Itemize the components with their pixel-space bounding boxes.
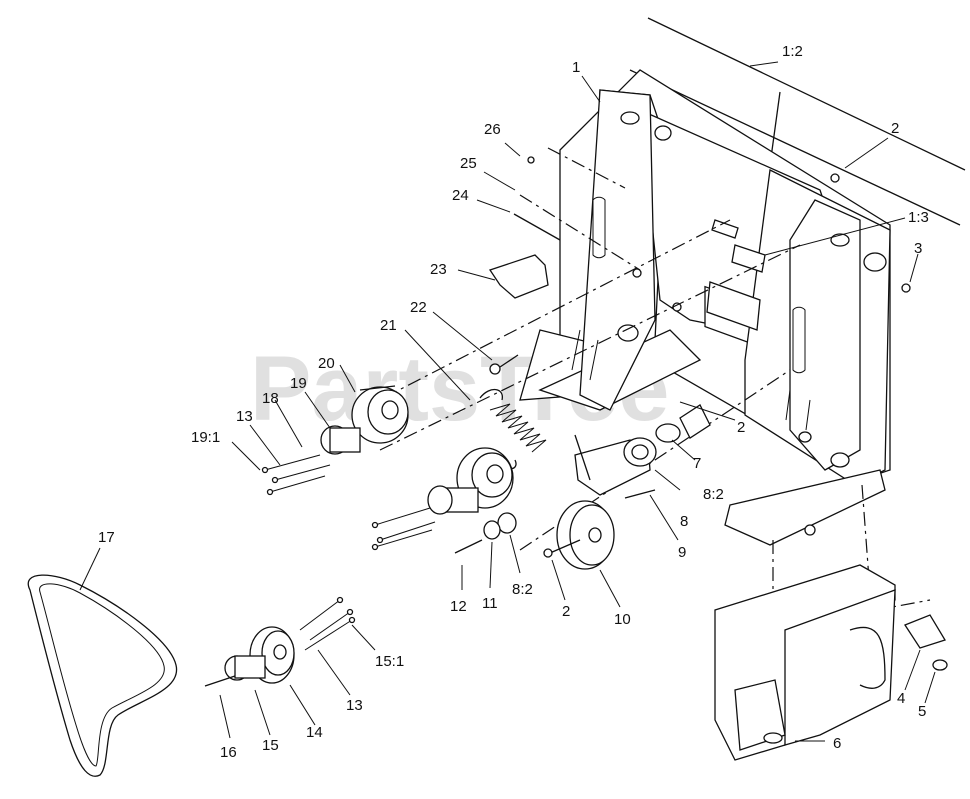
upper-pulley [351, 385, 409, 444]
idler-pulley [454, 500, 615, 570]
callout-11: 11 [482, 595, 498, 612]
right-bracket [724, 169, 891, 546]
callout-2-mid: 2 [737, 419, 745, 436]
callout-9: 9 [678, 544, 686, 561]
callout-20: 20 [318, 355, 335, 372]
decal-small [711, 219, 739, 239]
callout-1: 1 [572, 59, 580, 76]
callout-24: 24 [452, 187, 469, 204]
callout-6: 6 [833, 735, 841, 752]
callout-7: 7 [693, 455, 701, 472]
callout-15-1: 15:1 [375, 653, 404, 670]
callout-labels: 1 1:2 2 1:3 3 26 25 24 23 22 21 20 19 18… [98, 43, 929, 761]
callout-13-lower: 13 [346, 697, 363, 714]
leader-lines [79, 61, 936, 742]
lower-bracket [714, 564, 948, 761]
callout-22: 22 [410, 299, 427, 316]
callout-8: 8 [680, 513, 688, 530]
callout-14: 14 [306, 724, 323, 741]
callout-19: 19 [290, 375, 307, 392]
callout-16: 16 [220, 744, 237, 761]
lower-pulley [204, 596, 356, 687]
callout-1-3: 1:3 [908, 209, 929, 226]
middle-pulley [371, 447, 514, 551]
callout-8-2-left: 8:2 [512, 581, 533, 598]
callout-3: 3 [914, 240, 922, 257]
spacer-bushing [624, 404, 711, 499]
callout-4: 4 [897, 690, 905, 707]
callout-25: 25 [460, 155, 477, 172]
callout-23: 23 [430, 261, 447, 278]
upper-hardware [488, 156, 561, 375]
frame-bolts [632, 173, 911, 536]
upper-hub [261, 425, 361, 496]
callout-2-low: 2 [562, 603, 570, 620]
callout-26: 26 [484, 121, 501, 138]
callout-5: 5 [918, 703, 926, 720]
callout-21: 21 [380, 317, 397, 334]
callout-12: 12 [450, 598, 467, 615]
callout-10: 10 [614, 611, 631, 628]
callout-18: 18 [262, 390, 279, 407]
callout-1-2: 1:2 [782, 43, 803, 60]
callout-19-1: 19:1 [191, 429, 220, 446]
callout-15: 15 [262, 737, 279, 754]
callout-13-upper: 13 [236, 408, 253, 425]
drive-belt [27, 574, 178, 777]
idler-arm [574, 434, 657, 496]
access-panel [706, 281, 761, 331]
decal-plate [731, 244, 766, 273]
callout-17: 17 [98, 529, 115, 546]
left-plate [571, 89, 672, 411]
callout-8-2-right: 8:2 [703, 486, 724, 503]
callout-2-top: 2 [891, 120, 899, 137]
